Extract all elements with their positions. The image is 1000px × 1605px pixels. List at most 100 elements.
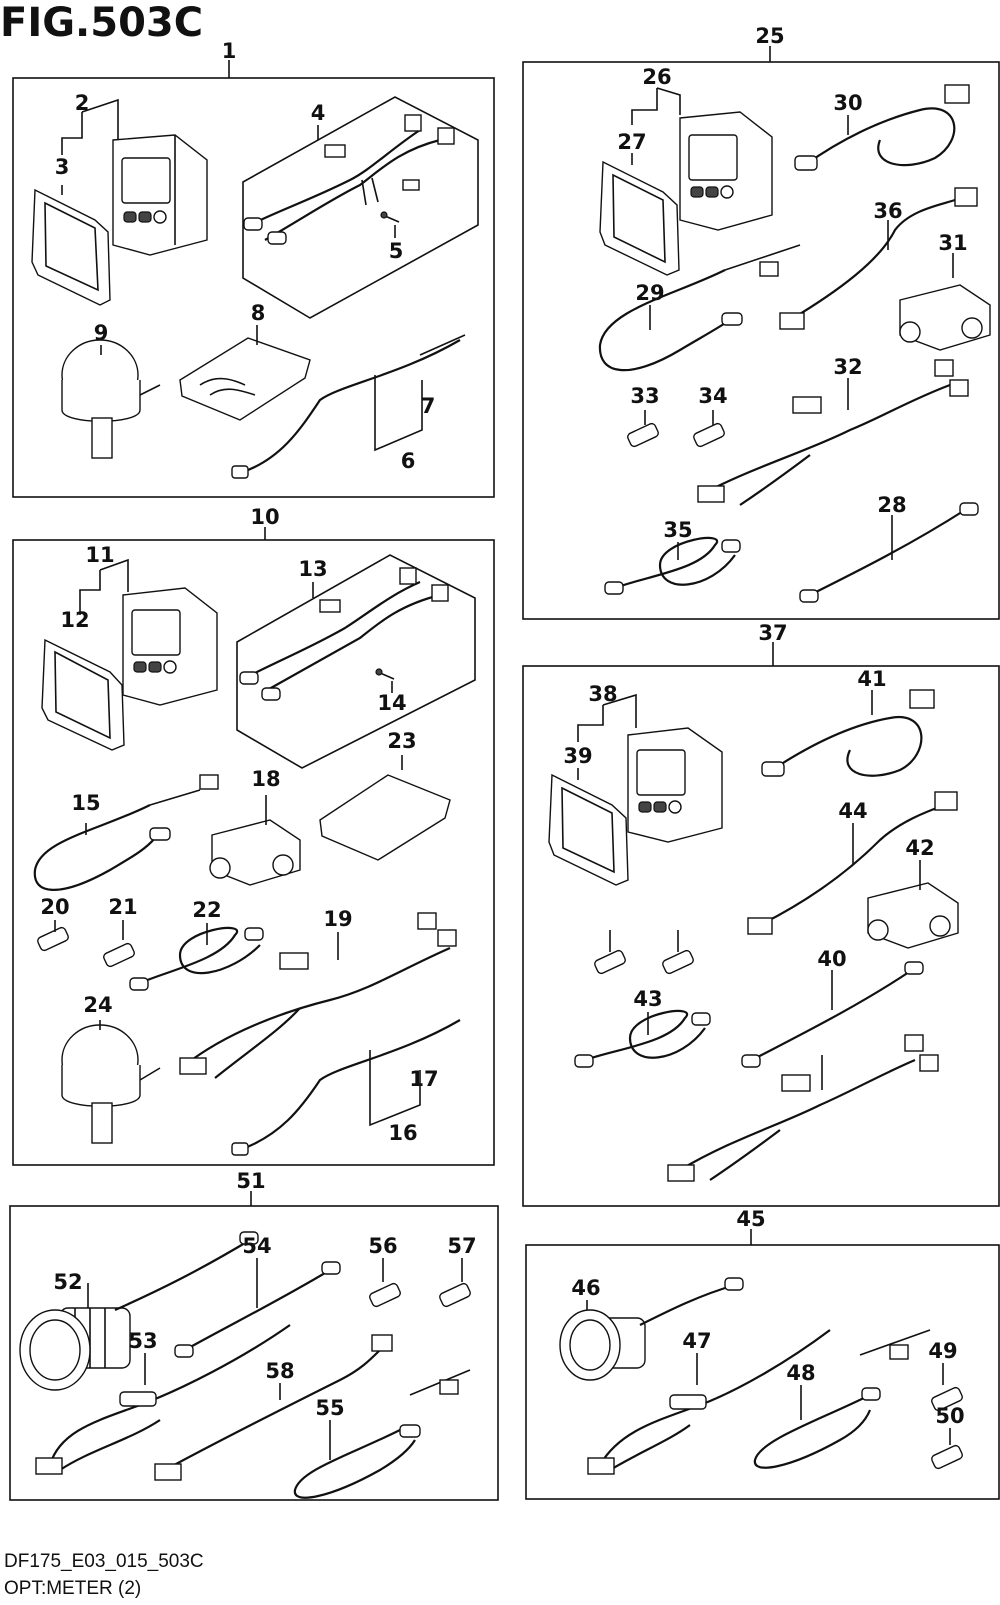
callout-52: 52 (53, 1270, 82, 1294)
bus-cable (598, 244, 801, 372)
extension-cable (761, 689, 935, 777)
meter-display-unit (627, 727, 723, 843)
backbone-cable (129, 926, 264, 991)
wire-harness (231, 1019, 461, 1156)
callout-labels: 1 2 3 4 5 6 7 8 9 10 11 12 13 14 15 16 1… (40, 24, 967, 1428)
harness-cable (747, 791, 958, 935)
interface-harness (697, 359, 969, 506)
callout-5: 5 (389, 239, 404, 263)
extension-cable (794, 84, 970, 171)
adapter-harness (587, 1329, 831, 1475)
callout-1: 1 (222, 39, 237, 63)
callout-29: 29 (635, 281, 664, 305)
callout-18: 18 (251, 767, 280, 791)
callout-56: 56 (368, 1234, 397, 1258)
callout-9: 9 (94, 321, 109, 345)
group-box-1 (12, 60, 495, 498)
callout-40: 40 (817, 947, 846, 971)
callout-45: 45 (736, 1207, 765, 1231)
callout-32: 32 (833, 355, 862, 379)
meter-cover (41, 638, 125, 751)
t-connector (867, 882, 959, 949)
callout-46: 46 (571, 1276, 600, 1300)
meter-display-unit (122, 587, 218, 706)
callout-44: 44 (838, 799, 867, 823)
instruction-bag (179, 337, 311, 421)
callout-37: 37 (758, 621, 787, 645)
backbone-cable (604, 536, 741, 595)
callout-49: 49 (928, 1339, 957, 1363)
terminator-cap (439, 1282, 471, 1308)
wire-harness (231, 334, 466, 479)
group-box-45 (525, 1229, 1000, 1500)
callout-41: 41 (857, 667, 886, 691)
callout-42: 42 (905, 836, 934, 860)
callout-10: 10 (250, 505, 279, 529)
callout-55: 55 (315, 1396, 344, 1420)
callout-19: 19 (323, 907, 352, 931)
callout-53: 53 (128, 1329, 157, 1353)
group-box-37 (522, 642, 1000, 1207)
callout-28: 28 (877, 493, 906, 517)
meter-harness-kit (242, 96, 479, 319)
backbone-cable (574, 1009, 711, 1068)
adapter-harness (35, 1324, 291, 1475)
terminator-cap (594, 949, 626, 975)
callout-25: 25 (755, 24, 784, 48)
callout-38: 38 (588, 682, 617, 706)
terminator-cap (627, 422, 659, 448)
terminator-cap (662, 949, 694, 975)
callout-48: 48 (786, 1361, 815, 1385)
t-connector (209, 819, 301, 886)
screw (375, 668, 395, 680)
meter-display-unit (112, 134, 208, 256)
callout-20: 20 (40, 895, 69, 919)
callout-23: 23 (387, 729, 416, 753)
callout-6: 6 (401, 449, 416, 473)
callout-33: 33 (630, 384, 659, 408)
footer-drawing-code: DF175_E03_015_503C (4, 1551, 204, 1572)
callout-51: 51 (236, 1169, 265, 1193)
callout-4: 4 (311, 101, 326, 125)
callout-17: 17 (409, 1067, 438, 1091)
drop-cable (799, 502, 979, 603)
callout-3: 3 (55, 155, 70, 179)
meter-cover (31, 188, 111, 306)
callout-30: 30 (833, 91, 862, 115)
terminator-cap (369, 1282, 401, 1308)
meter-cover (548, 773, 629, 886)
group-box-10 (12, 527, 495, 1166)
group-box-25 (522, 46, 1000, 620)
leader-lines (54, 87, 954, 1460)
interface-harness (667, 1034, 939, 1182)
screw (380, 211, 400, 223)
drop-cable (741, 961, 924, 1068)
callout-43: 43 (633, 987, 662, 1011)
sensor-cable (174, 1261, 341, 1358)
bus-cable (33, 774, 219, 891)
callout-24: 24 (83, 993, 112, 1017)
callout-34: 34 (698, 384, 727, 408)
callout-58: 58 (265, 1359, 294, 1383)
callout-7: 7 (421, 394, 436, 418)
callout-31: 31 (938, 231, 967, 255)
callout-16: 16 (388, 1121, 417, 1145)
callout-47: 47 (682, 1329, 711, 1353)
bus-cable (753, 1329, 931, 1469)
callout-39: 39 (563, 744, 592, 768)
callout-57: 57 (447, 1234, 476, 1258)
gauge-meter (19, 1231, 259, 1391)
callout-11: 11 (85, 543, 114, 567)
meter-cover (599, 160, 680, 276)
callout-22: 22 (192, 898, 221, 922)
meter-harness-kit (236, 554, 476, 769)
callout-26: 26 (642, 65, 671, 89)
callout-21: 21 (108, 895, 137, 919)
callout-12: 12 (60, 608, 89, 632)
buzzer (61, 339, 161, 459)
power-cable (154, 1334, 393, 1481)
callout-27: 27 (617, 130, 646, 154)
instruction-bag (319, 774, 451, 861)
callout-14: 14 (377, 691, 406, 715)
callout-54: 54 (242, 1234, 271, 1258)
